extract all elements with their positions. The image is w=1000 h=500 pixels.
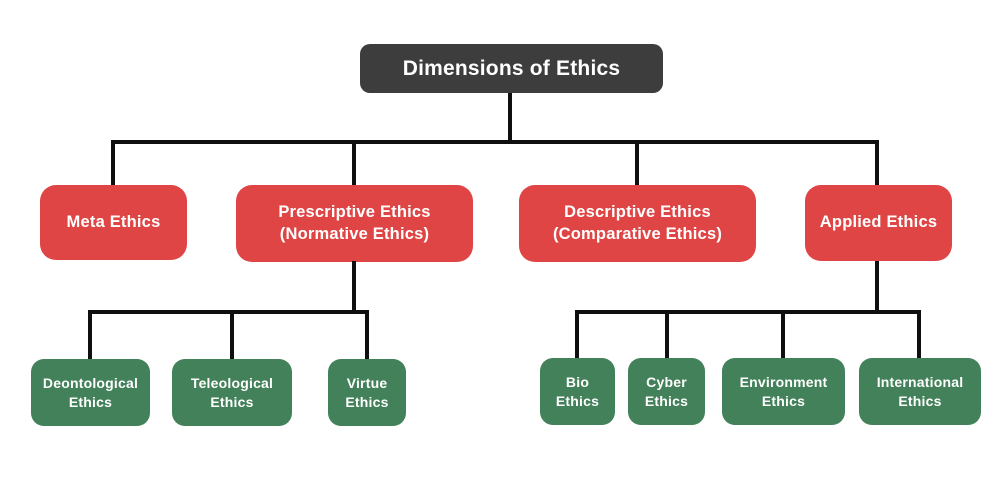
connector-drop-international-ethics — [917, 310, 921, 359]
node-prescriptive-ethics: Prescriptive Ethics (Normative Ethics) — [236, 185, 473, 262]
connector-drop-applied-ethics — [875, 140, 879, 185]
connector-level1-crossbar — [111, 140, 879, 144]
connector-drop-cyber-ethics — [665, 310, 669, 359]
connector-applied-stem — [875, 261, 879, 314]
connector-drop-prescriptive-ethics — [352, 140, 356, 185]
node-cyber-ethics: Cyber Ethics — [628, 358, 705, 425]
connector-drop-deontological-ethics — [88, 310, 92, 359]
node-applied-ethics: Applied Ethics — [805, 185, 952, 261]
node-international-ethics: International Ethics — [859, 358, 981, 425]
connector-root-stem — [508, 93, 512, 143]
connector-drop-environment-ethics — [781, 310, 785, 359]
node-teleological-ethics: Teleological Ethics — [172, 359, 292, 426]
connector-prescriptive-stem — [352, 261, 356, 314]
connector-drop-bio-ethics — [575, 310, 579, 359]
node-descriptive-ethics: Descriptive Ethics (Comparative Ethics) — [519, 185, 756, 262]
connector-drop-descriptive-ethics — [635, 140, 639, 185]
node-meta-ethics: Meta Ethics — [40, 185, 187, 260]
connector-drop-virtue-ethics — [365, 310, 369, 359]
node-bio-ethics: Bio Ethics — [540, 358, 615, 425]
node-deontological-ethics: Deontological Ethics — [31, 359, 150, 426]
connector-prescriptive-crossbar — [88, 310, 369, 314]
connector-applied-crossbar — [575, 310, 921, 314]
node-virtue-ethics: Virtue Ethics — [328, 359, 406, 426]
node-environment-ethics: Environment Ethics — [722, 358, 845, 425]
node-dimensions-of-ethics: Dimensions of Ethics — [360, 44, 663, 93]
connector-drop-teleological-ethics — [230, 310, 234, 359]
connector-drop-meta-ethics — [111, 140, 115, 185]
